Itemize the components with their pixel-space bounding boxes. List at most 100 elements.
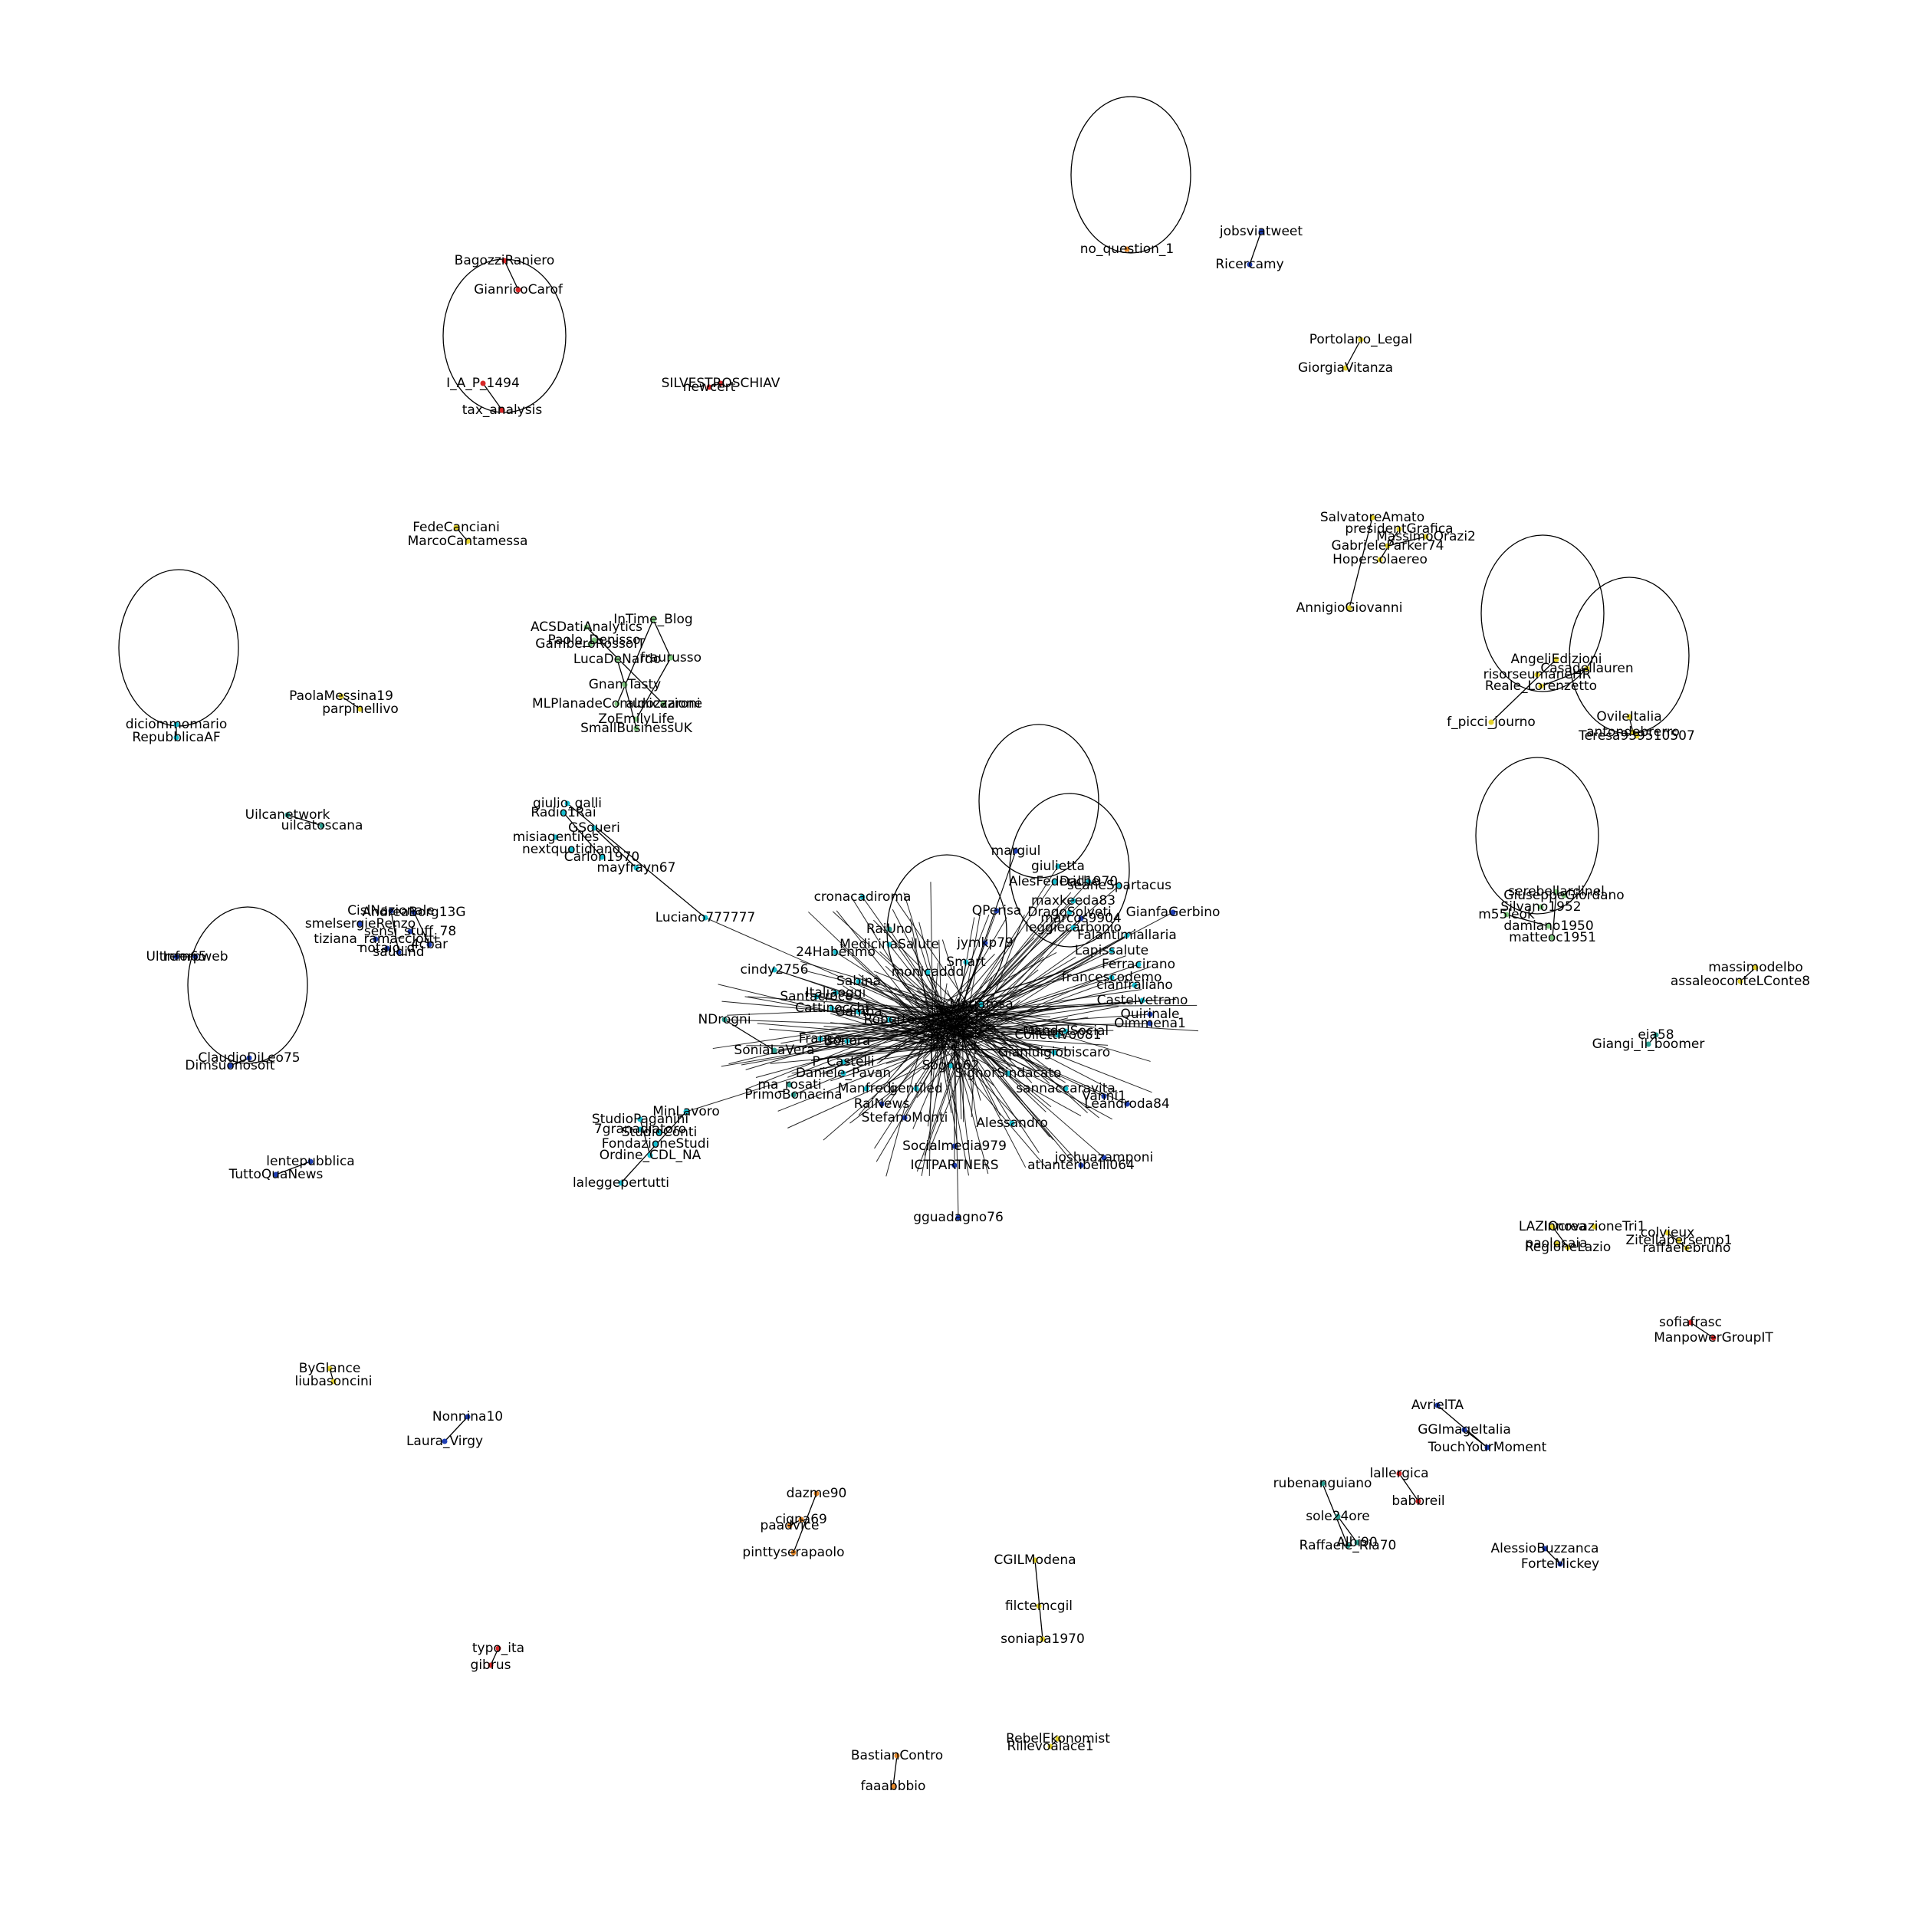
- graph-node[interactable]: [787, 1523, 793, 1529]
- graph-node[interactable]: [886, 1017, 892, 1023]
- graph-node[interactable]: [1132, 982, 1138, 988]
- graph-node[interactable]: [173, 734, 179, 741]
- graph-node[interactable]: [856, 978, 862, 984]
- graph-node[interactable]: [1630, 729, 1636, 735]
- graph-node[interactable]: [1109, 948, 1115, 954]
- graph-node[interactable]: [499, 407, 505, 413]
- graph-node[interactable]: [1415, 1498, 1421, 1504]
- graph-node[interactable]: [1124, 932, 1130, 938]
- graph-node[interactable]: [1170, 909, 1176, 915]
- graph-node[interactable]: [1086, 879, 1092, 885]
- graph-node[interactable]: [1684, 1245, 1690, 1251]
- graph-node[interactable]: [951, 1143, 958, 1149]
- graph-node[interactable]: [1258, 228, 1264, 235]
- graph-node[interactable]: [982, 940, 988, 946]
- graph-node[interactable]: [1335, 1513, 1341, 1520]
- graph-node[interactable]: [1634, 733, 1640, 739]
- graph-node[interactable]: [994, 908, 1000, 914]
- graph-node[interactable]: [407, 928, 413, 935]
- graph-node[interactable]: [637, 1116, 643, 1122]
- graph-node[interactable]: [357, 706, 363, 712]
- graph-node[interactable]: [1584, 665, 1590, 672]
- graph-node[interactable]: [1534, 672, 1540, 678]
- graph-node[interactable]: [1538, 904, 1544, 910]
- graph-node[interactable]: [1553, 656, 1559, 662]
- graph-node[interactable]: [1653, 1032, 1659, 1038]
- graph-node[interactable]: [633, 716, 639, 722]
- graph-node[interactable]: [173, 721, 179, 728]
- graph-node[interactable]: [1319, 1480, 1326, 1487]
- graph-node[interactable]: [227, 1063, 233, 1069]
- graph-node[interactable]: [1553, 889, 1559, 895]
- graph-node[interactable]: [1561, 892, 1567, 899]
- graph-node[interactable]: [702, 915, 708, 921]
- graph-node[interactable]: [1396, 1470, 1402, 1477]
- graph-node[interactable]: [790, 1092, 797, 1098]
- graph-node[interactable]: [718, 380, 724, 386]
- graph-node[interactable]: [879, 1101, 885, 1107]
- graph-node[interactable]: [1342, 365, 1349, 371]
- graph-node[interactable]: [813, 1490, 820, 1497]
- graph-node[interactable]: [1066, 909, 1073, 915]
- graph-node[interactable]: [1032, 1557, 1038, 1563]
- graph-node[interactable]: [1377, 557, 1383, 563]
- graph-node[interactable]: [1346, 605, 1352, 611]
- graph-node[interactable]: [442, 1438, 448, 1444]
- graph-node[interactable]: [1484, 1444, 1490, 1451]
- graph-node[interactable]: [1055, 1032, 1061, 1038]
- graph-node[interactable]: [560, 810, 567, 816]
- graph-node[interactable]: [614, 701, 620, 707]
- graph-node[interactable]: [501, 258, 508, 264]
- graph-node[interactable]: [1354, 1539, 1360, 1546]
- graph-node[interactable]: [327, 1365, 333, 1372]
- graph-node[interactable]: [273, 1171, 279, 1178]
- graph-node[interactable]: [1737, 978, 1743, 984]
- graph-node[interactable]: [1664, 1230, 1671, 1236]
- graph-node[interactable]: [925, 969, 931, 975]
- graph-node[interactable]: [319, 823, 325, 829]
- graph-node[interactable]: [1063, 1086, 1069, 1092]
- graph-node[interactable]: [863, 1086, 869, 1092]
- graph-node[interactable]: [633, 865, 639, 871]
- graph-node[interactable]: [411, 909, 417, 915]
- graph-node[interactable]: [591, 637, 597, 643]
- graph-node[interactable]: [1139, 997, 1145, 1004]
- graph-node[interactable]: [1542, 1546, 1548, 1552]
- graph-node[interactable]: [833, 990, 839, 996]
- graph-node[interactable]: [284, 812, 291, 818]
- graph-node[interactable]: [614, 656, 620, 662]
- graph-node[interactable]: [856, 1009, 862, 1015]
- graph-node[interactable]: [1078, 1162, 1084, 1168]
- graph-node[interactable]: [683, 1109, 689, 1115]
- graph-node[interactable]: [488, 1662, 494, 1668]
- graph-node[interactable]: [465, 1414, 471, 1420]
- graph-node[interactable]: [902, 1115, 908, 1121]
- graph-node[interactable]: [192, 954, 199, 960]
- graph-node[interactable]: [426, 941, 432, 948]
- graph-node[interactable]: [1434, 1402, 1441, 1408]
- graph-node[interactable]: [1047, 1743, 1053, 1750]
- graph-node[interactable]: [963, 959, 969, 965]
- graph-node[interactable]: [1013, 848, 1019, 854]
- graph-node[interactable]: [396, 949, 402, 955]
- graph-node[interactable]: [1124, 246, 1130, 252]
- graph-node[interactable]: [1147, 1011, 1153, 1017]
- graph-node[interactable]: [1009, 1120, 1015, 1126]
- graph-node[interactable]: [388, 908, 394, 914]
- graph-node[interactable]: [173, 954, 179, 960]
- graph-node[interactable]: [599, 854, 605, 860]
- graph-node[interactable]: [894, 1753, 900, 1759]
- graph-node[interactable]: [840, 1070, 846, 1076]
- graph-node[interactable]: [668, 655, 674, 661]
- graph-node[interactable]: [1645, 1041, 1651, 1047]
- graph-node[interactable]: [618, 1180, 624, 1186]
- graph-node[interactable]: [1503, 912, 1510, 918]
- graph-node[interactable]: [373, 936, 379, 942]
- graph-node[interactable]: [1135, 961, 1142, 968]
- graph-node[interactable]: [859, 894, 866, 900]
- graph-node[interactable]: [1557, 1561, 1563, 1567]
- graph-node[interactable]: [1051, 1050, 1057, 1056]
- graph-node[interactable]: [1753, 964, 1759, 971]
- graph-node[interactable]: [1055, 863, 1061, 869]
- graph-node[interactable]: [886, 941, 892, 948]
